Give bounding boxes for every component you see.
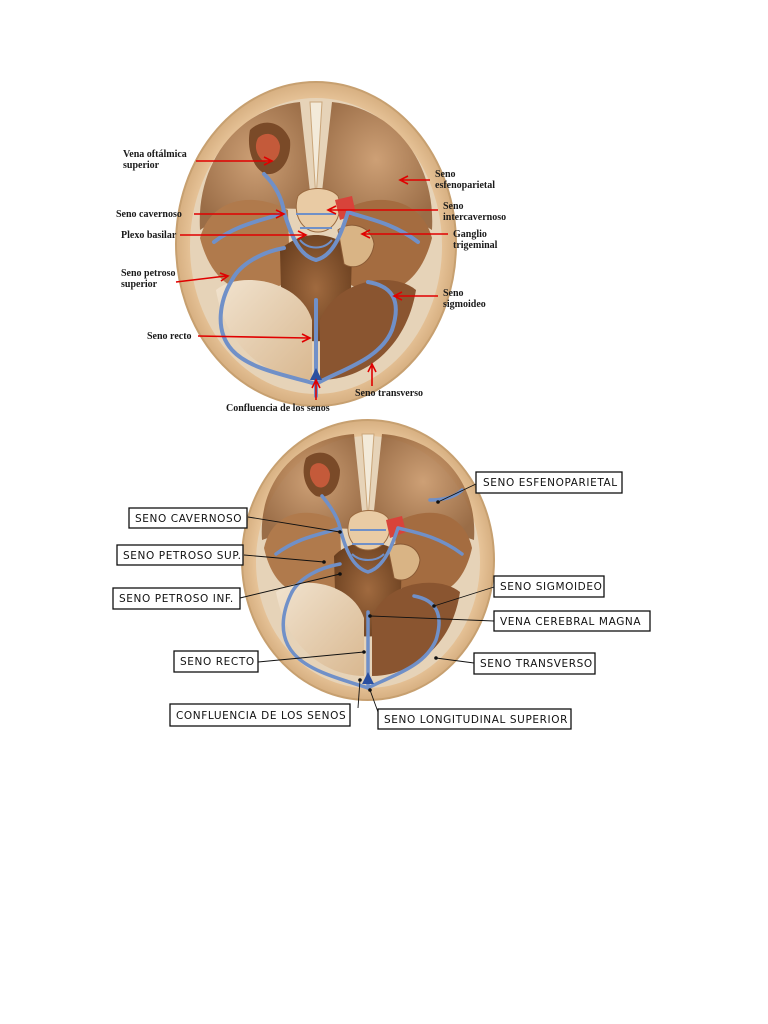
box-seno-petroso-sup: SENO PETROSO SUP. <box>116 544 244 566</box>
svg-text:SENO CAVERNOSO: SENO CAVERNOSO <box>135 513 242 525</box>
box-seno-longitudinal-superior: SENO LONGITUDINAL SUPERIOR <box>377 708 572 730</box>
skull-bottom <box>241 419 495 701</box>
label-seno-petroso-superior: Seno petroso superior <box>121 268 178 290</box>
box-seno-recto: SENO RECTO <box>173 650 259 673</box>
box-vena-cerebral-magna: VENA CEREBRAL MAGNA <box>493 610 651 632</box>
svg-text:SENO SIGMOIDEO: SENO SIGMOIDEO <box>500 581 602 593</box>
skull-top <box>175 81 457 407</box>
top-labels: Vena oftálmica superior Seno esfenoparie… <box>116 149 506 414</box>
svg-text:SENO TRANSVERSO: SENO TRANSVERSO <box>480 658 593 670</box>
box-seno-petroso-inf: SENO PETROSO INF. <box>112 587 241 610</box>
label-seno-esfenoparietal: Seno esfenoparietal <box>435 169 495 191</box>
svg-text:SENO LONGITUDINAL SUPERIOR: SENO LONGITUDINAL SUPERIOR <box>384 714 568 726</box>
svg-text:CONFLUENCIA DE LOS SENOS: CONFLUENCIA DE LOS SENOS <box>176 710 346 722</box>
label-seno-sigmoideo: Seno sigmoideo <box>443 288 486 310</box>
label-seno-recto: Seno recto <box>147 331 192 342</box>
label-seno-cavernoso: Seno cavernoso <box>116 209 182 220</box>
box-seno-esfenoparietal: SENO ESFENOPARIETAL <box>475 471 623 494</box>
svg-text:SENO PETROSO SUP.: SENO PETROSO SUP. <box>123 550 242 562</box>
box-seno-cavernoso: SENO CAVERNOSO <box>128 507 248 529</box>
svg-text:SENO ESFENOPARIETAL: SENO ESFENOPARIETAL <box>483 477 618 489</box>
label-confluencia: Confluencia de los senos <box>226 403 330 414</box>
bottom-labels: SENO ESFENOPARIETAL SENO CAVERNOSO SENO … <box>112 471 651 730</box>
label-plexo-basilar: Plexo basilar <box>121 230 177 241</box>
svg-text:SENO PETROSO INF.: SENO PETROSO INF. <box>119 593 234 605</box>
label-seno-intercavernoso: Seno intercavernoso <box>443 201 506 223</box>
label-vena-oftalmica: Vena oftálmica superior <box>123 149 189 171</box>
box-seno-transverso: SENO TRANSVERSO <box>473 652 596 675</box>
label-ganglio-trigeminal: Ganglio trigeminal <box>453 229 498 251</box>
box-seno-sigmoideo: SENO SIGMOIDEO <box>493 575 605 598</box>
label-seno-transverso: Seno transverso <box>355 388 423 399</box>
svg-text:SENO RECTO: SENO RECTO <box>180 656 255 668</box>
svg-text:VENA CEREBRAL MAGNA: VENA CEREBRAL MAGNA <box>500 616 641 628</box>
box-confluencia: CONFLUENCIA DE LOS SENOS <box>169 703 351 727</box>
